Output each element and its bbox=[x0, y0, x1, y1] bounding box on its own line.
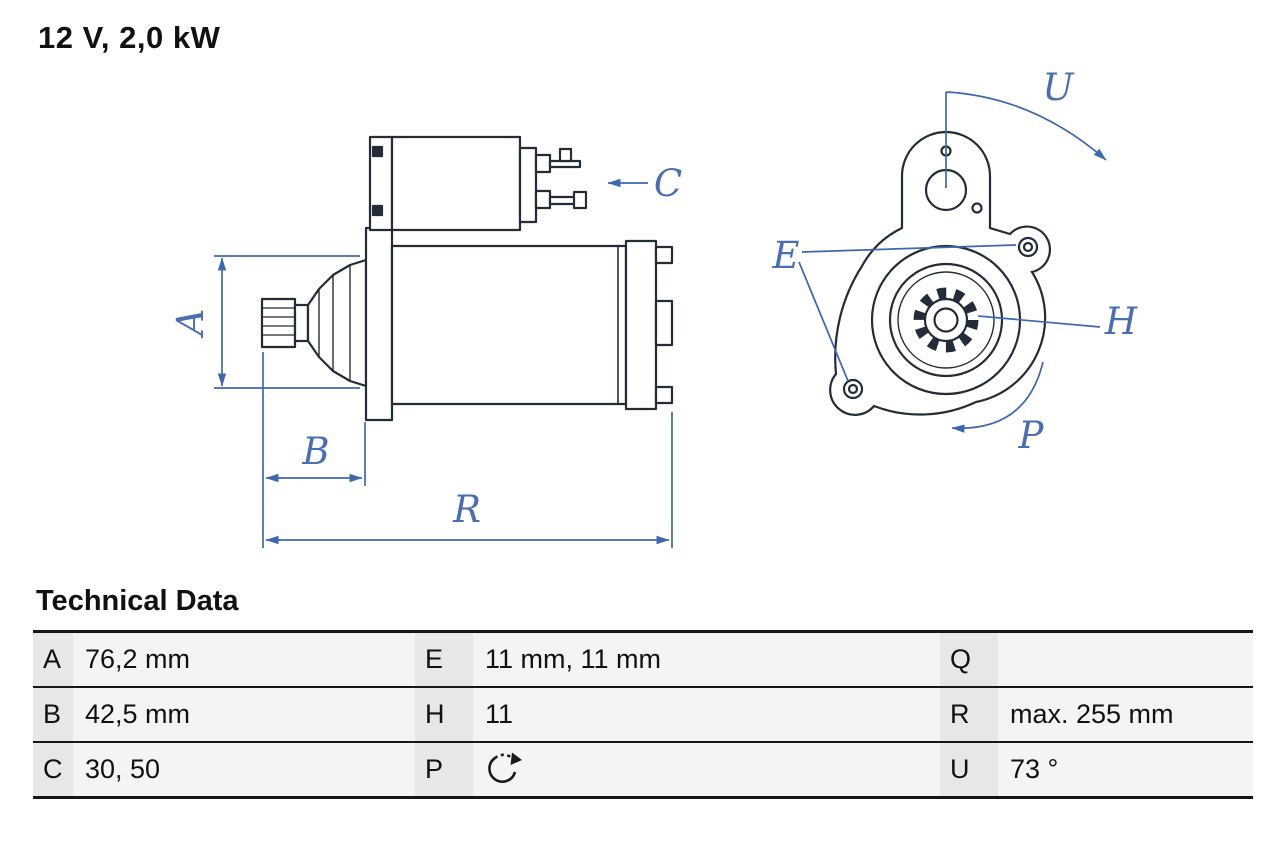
dim-label-h: H bbox=[1104, 300, 1138, 343]
dim-p-arc bbox=[951, 361, 1044, 433]
page-title: 12 V, 2,0 kW bbox=[38, 20, 221, 55]
mounting-flange bbox=[364, 226, 394, 422]
drive-end-housing bbox=[306, 258, 368, 388]
param-key-q: Q bbox=[940, 631, 998, 687]
dimension-labels: A B R C U E H P bbox=[169, 66, 1138, 531]
dim-e-leader-left bbox=[798, 261, 849, 382]
dim-label-e: E bbox=[771, 234, 799, 277]
terminal-stud-lower bbox=[534, 189, 552, 210]
param-key-u: U bbox=[940, 741, 998, 798]
dim-label-p: P bbox=[1018, 414, 1045, 457]
gear-teeth bbox=[913, 287, 979, 353]
technical-data-section: Technical Data A 76,2 mm E 11 mm, 11 mm … bbox=[33, 585, 1253, 799]
side-view bbox=[260, 135, 674, 422]
pinion-teeth bbox=[262, 307, 295, 336]
param-key-e: E bbox=[415, 631, 473, 687]
table-row-1: A 76,2 mm E 11 mm, 11 mm Q bbox=[33, 631, 1253, 687]
dim-label-a: A bbox=[169, 309, 212, 339]
param-key-b: B bbox=[33, 686, 73, 742]
table-row-2: B 42,5 mm H 11 R max. 255 mm bbox=[33, 686, 1253, 742]
param-value-r: max. 255 mm bbox=[998, 686, 1253, 742]
param-key-r: R bbox=[940, 686, 998, 742]
rotation-cw-icon bbox=[485, 746, 523, 793]
technical-data-heading: Technical Data bbox=[36, 585, 239, 617]
dim-label-b: B bbox=[301, 430, 329, 473]
pinion-shaft bbox=[293, 303, 310, 343]
dim-label-r: R bbox=[452, 488, 481, 531]
dim-u-arc bbox=[945, 91, 1107, 161]
starter-motor-diagram: A B R C U E H P bbox=[169, 66, 1138, 548]
dim-label-u: U bbox=[1042, 66, 1075, 109]
solenoid-body bbox=[390, 135, 522, 232]
param-key-a: A bbox=[33, 631, 73, 687]
param-key-p: P bbox=[415, 741, 473, 798]
motor-body bbox=[390, 244, 628, 406]
param-value-c: 30, 50 bbox=[73, 741, 415, 798]
param-value-u: 73 ° bbox=[998, 741, 1253, 798]
param-value-e: 11 mm, 11 mm bbox=[473, 631, 940, 687]
param-value-p-icon-cell bbox=[473, 741, 940, 798]
param-value-h: 11 bbox=[473, 686, 940, 742]
rear-terminal-mid bbox=[654, 299, 674, 347]
param-value-b: 42,5 mm bbox=[73, 686, 415, 742]
rear-terminal-bottom bbox=[654, 385, 674, 405]
param-key-h: H bbox=[415, 686, 473, 742]
dim-h-leader bbox=[977, 315, 1101, 328]
end-cap bbox=[624, 239, 658, 411]
dimension-annotations bbox=[214, 91, 1107, 548]
param-key-c: C bbox=[33, 741, 73, 798]
param-value-a: 76,2 mm bbox=[73, 631, 415, 687]
pilot-hole-side bbox=[971, 202, 983, 214]
table-row-3: C 30, 50 P U 73 ° bbox=[33, 741, 1253, 798]
dim-label-c: C bbox=[654, 162, 682, 205]
pinion-gear bbox=[260, 297, 297, 349]
dim-e-leader-right bbox=[801, 244, 1017, 253]
technical-data-table: A 76,2 mm E 11 mm, 11 mm Q B 42,5 mm H 1… bbox=[33, 630, 1253, 799]
terminal-stud-upper bbox=[534, 153, 552, 174]
shaft-hole bbox=[933, 307, 959, 333]
rear-terminal-top bbox=[654, 245, 674, 265]
param-value-q bbox=[998, 631, 1253, 687]
front-view bbox=[829, 130, 1052, 416]
solenoid-end bbox=[518, 146, 538, 224]
